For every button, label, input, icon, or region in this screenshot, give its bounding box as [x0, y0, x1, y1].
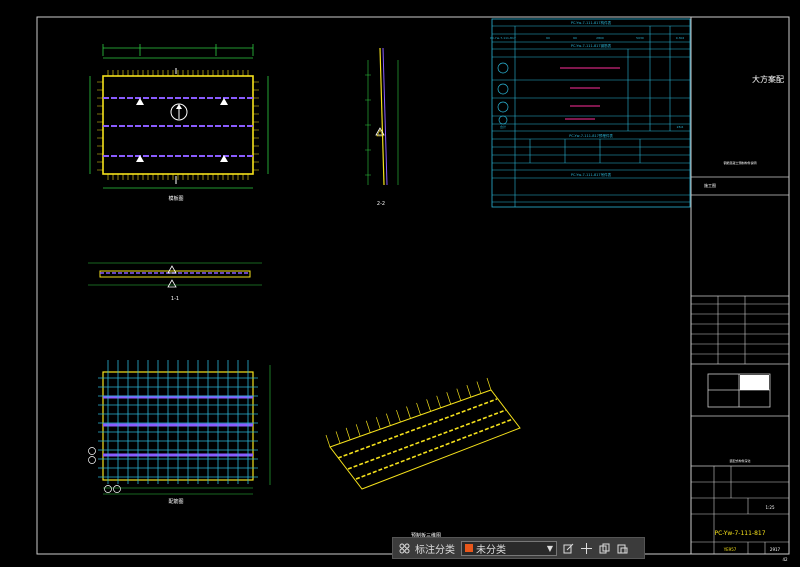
iso-rebar-end: [365, 420, 371, 433]
paste-icon[interactable]: [615, 541, 629, 555]
iso-rebar-end: [436, 395, 442, 408]
iso-rebar-end: [466, 385, 472, 398]
copy-icon[interactable]: [597, 541, 611, 555]
edit-icon[interactable]: [561, 541, 575, 555]
table-total-label: 合计: [500, 124, 506, 129]
move-icon[interactable]: [579, 541, 593, 555]
side-section-view[interactable]: 2-2: [365, 47, 399, 207]
drawing-total: 2917: [770, 547, 781, 552]
row1-code: PC-Yw-7-111-817: [490, 36, 516, 40]
long-section-title: 1-1: [171, 296, 179, 302]
iso-rebar-end: [476, 381, 482, 394]
iso-rebar-end: [406, 406, 411, 419]
row1-area: 2800: [596, 36, 604, 40]
row1-thick: 60: [573, 36, 577, 40]
row1-spec: 60: [546, 36, 550, 40]
long-section-view[interactable]: 1-1: [88, 262, 262, 302]
iso-rebar-end: [416, 402, 421, 416]
iso-rebar-end: [345, 427, 351, 440]
scale-value: 1:25: [766, 505, 775, 510]
title-block: 大方案配 钢筋混凝土预制构件说明 施工图 装配式构件深化 1:25 PC-Yw-…: [691, 74, 789, 562]
annotation-toolbar[interactable]: 标注分类 未分类 ▼: [392, 537, 645, 559]
iso-rebar-end: [375, 417, 381, 430]
page-number: 42: [782, 557, 788, 562]
row1-weight: 0.302: [676, 36, 685, 40]
drawing-code: PC-Yw-7-111-817: [714, 530, 765, 537]
row1-vol: 5030: [636, 36, 644, 40]
drawing-seq: YE957: [723, 547, 737, 552]
plan-view[interactable]: 模板图: [89, 44, 269, 202]
iso-title: 预制板三维图: [411, 532, 441, 539]
rebar-plan-view[interactable]: 配筋图: [88, 360, 271, 505]
category-selected: 未分类: [476, 544, 506, 556]
iso-rebar-end: [386, 413, 391, 426]
iso-rebar-end: [335, 431, 341, 444]
iso-rebar-end: [396, 409, 401, 423]
iso-rebar-end: [426, 399, 431, 412]
iso-rebar-end: [325, 434, 331, 448]
iso-rebar-end: [486, 377, 492, 391]
plan-title: 模板图: [168, 195, 183, 202]
rebar-title: 配筋图: [168, 498, 183, 505]
titleblock-frame: [690, 16, 790, 555]
category-label: 标注分类: [415, 544, 455, 556]
component-table: PC-Yw-7-111-817构件表 PC-Yw-7-111-817钢筋表 PC…: [490, 18, 691, 208]
category-color-swatch: [465, 544, 473, 552]
titleblock-note: 钢筋混凝土预制构件说明: [723, 160, 756, 165]
iso-rebar-end: [456, 388, 462, 401]
table-total-value: 28.6: [677, 125, 684, 129]
titleblock-phase: 施工图: [704, 182, 716, 188]
titleblock-project: 装配式构件深化: [729, 458, 750, 463]
org-name: 大方案配: [752, 74, 784, 84]
drawing-frame: [36, 16, 790, 555]
chevron-down-icon: ▼: [546, 543, 553, 553]
table-subtitle-lift: PC-Yw-7-111-817吊件表: [571, 172, 612, 177]
table-subtitle-rebar: PC-Yw-7-111-817钢筋表: [571, 43, 612, 48]
iso-rebar-end: [355, 424, 361, 437]
iso-rebar-end: [446, 392, 452, 405]
grid-icon[interactable]: [397, 541, 411, 555]
table-title: PC-Yw-7-111-817构件表: [571, 20, 612, 25]
side-section-title: 2-2: [377, 201, 385, 207]
iso-view[interactable]: 预制板三维图: [325, 377, 521, 539]
category-select[interactable]: 未分类 ▼: [461, 540, 557, 556]
table-subtitle-embed: PC-Yw-7-111-817预埋件表: [569, 133, 613, 138]
